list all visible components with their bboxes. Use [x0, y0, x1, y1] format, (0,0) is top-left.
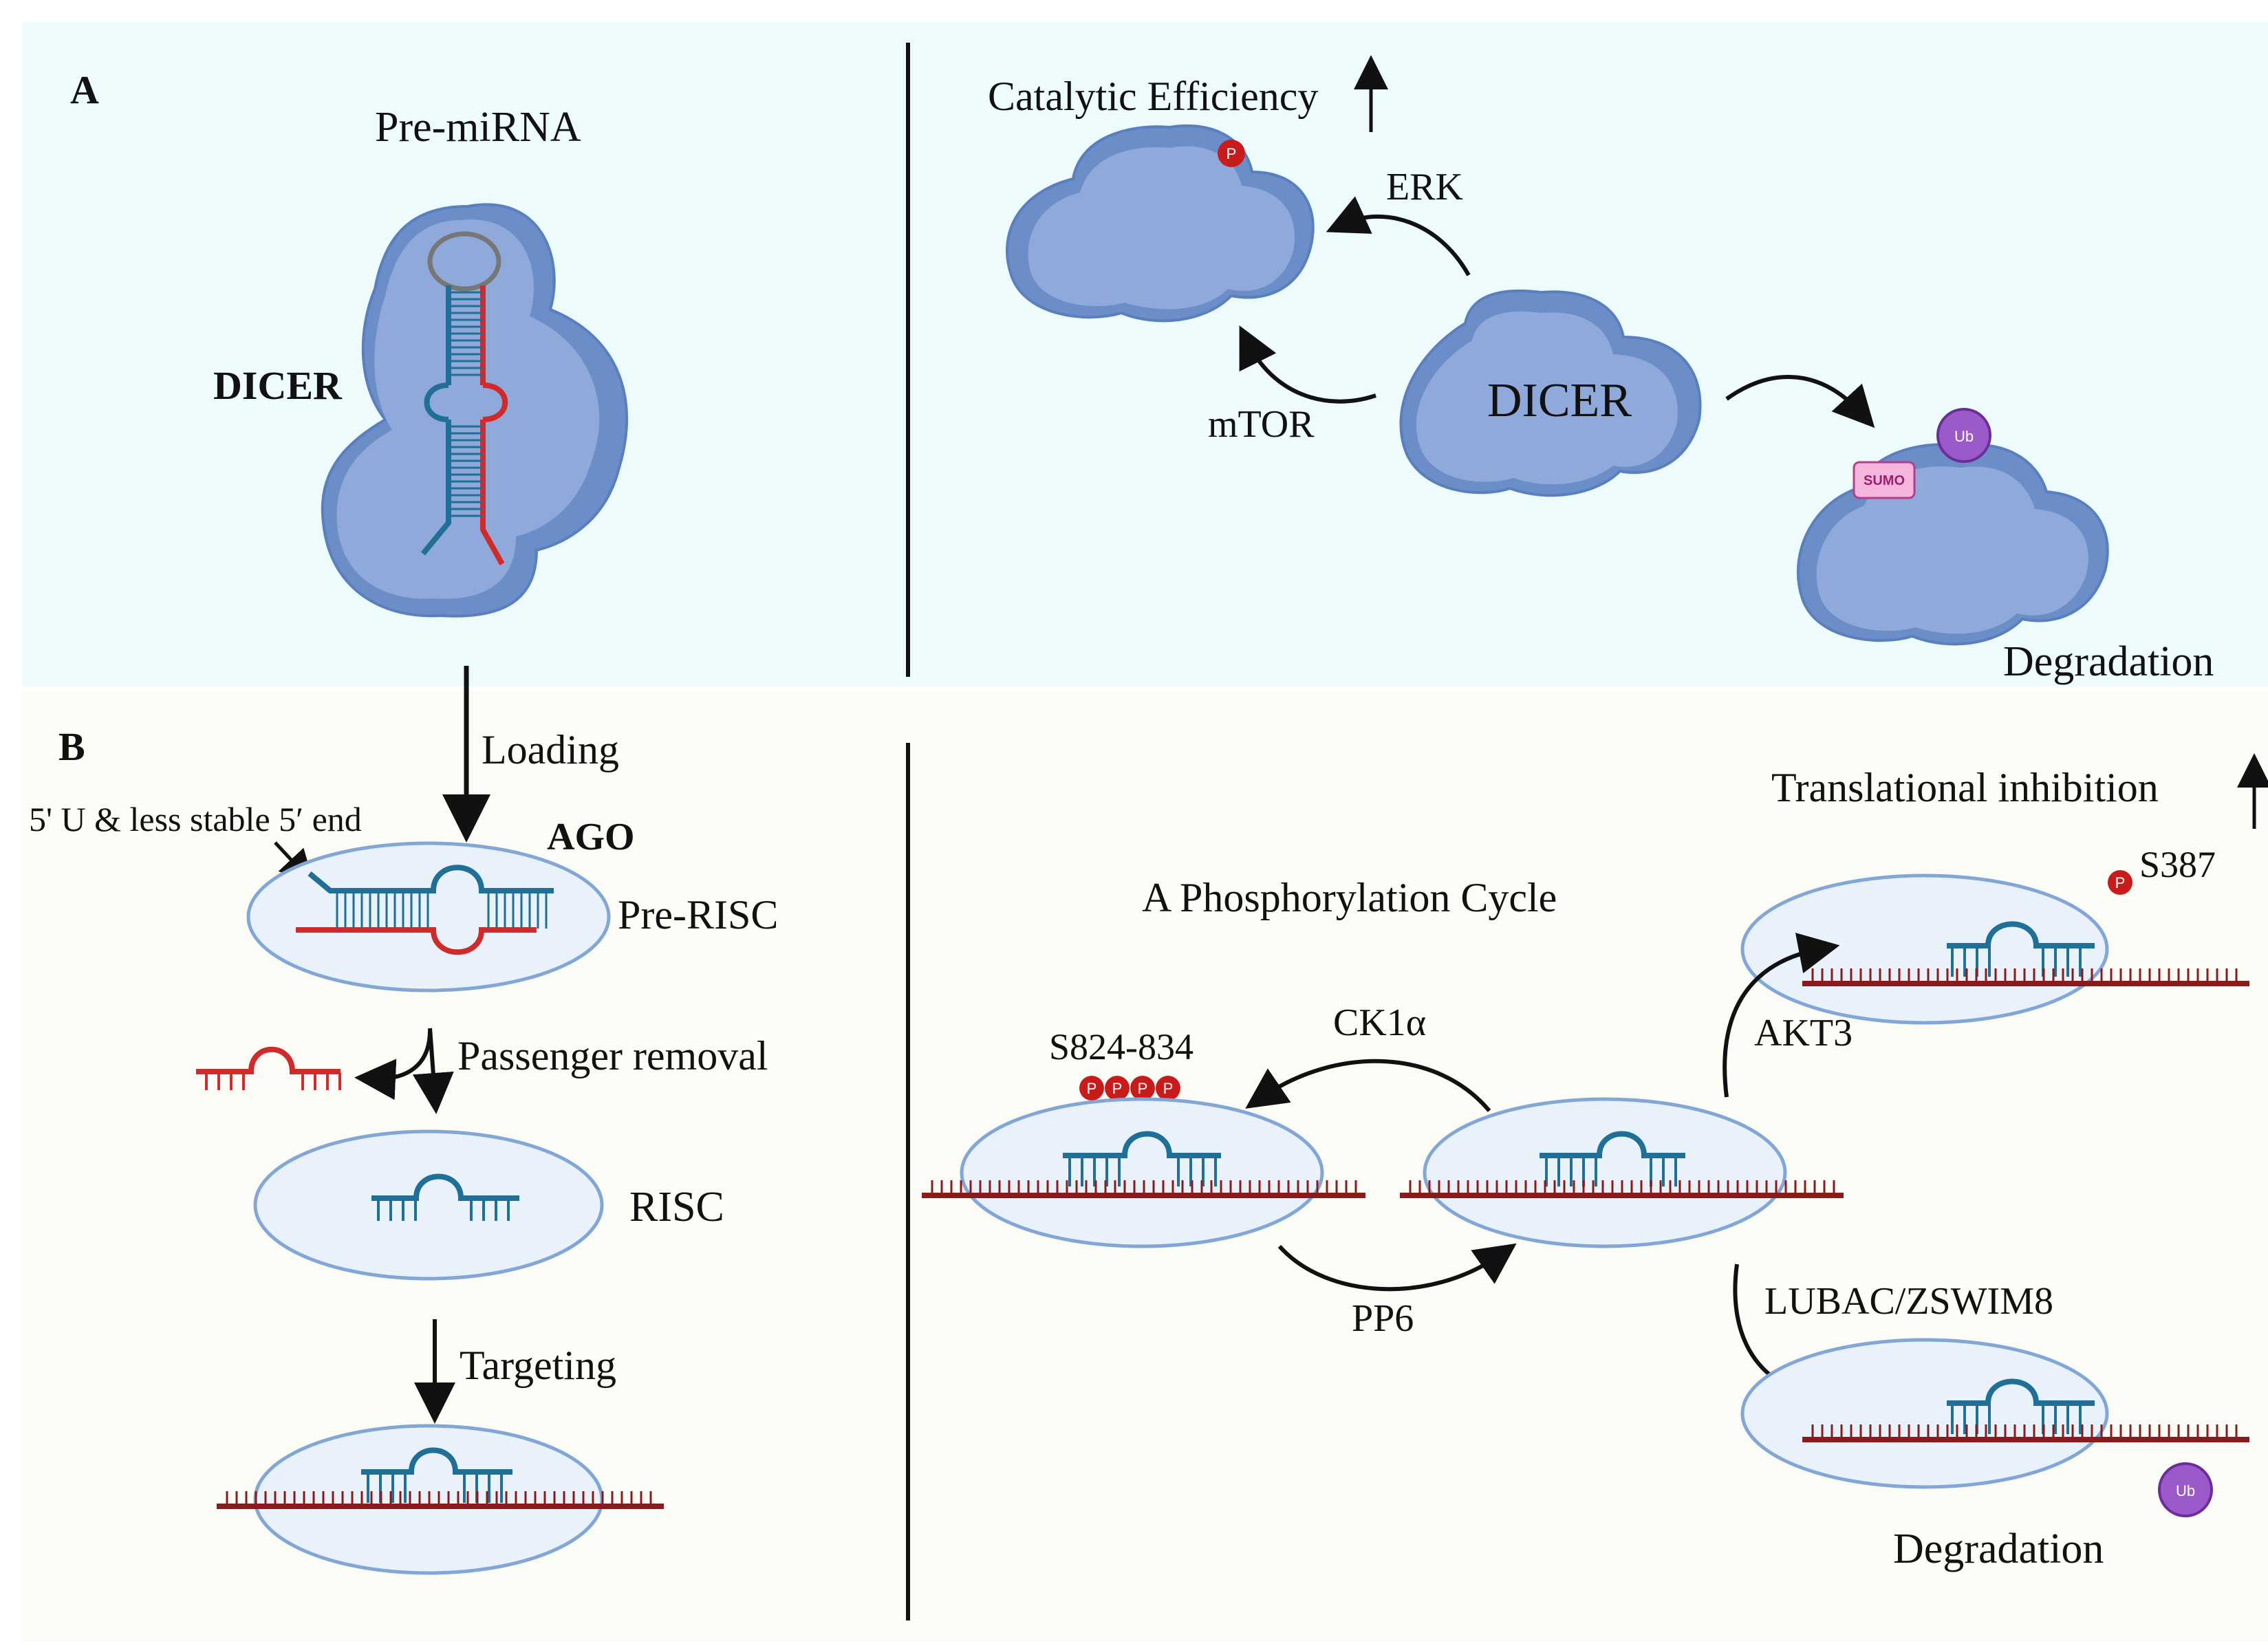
ck1-label: CK1α: [1333, 1001, 1426, 1044]
passenger-strand-fragment: [196, 1046, 341, 1090]
panel-b-letter: B: [58, 724, 85, 769]
dicer-center: [1399, 289, 1702, 497]
svg-text:P: P: [1112, 1080, 1123, 1097]
degradation-ago: [1740, 1338, 2109, 1489]
degradation-complex: [1802, 1378, 2249, 1442]
s824-ago: [960, 1097, 1324, 1248]
s824-phospho-badges: P P P P: [1079, 1076, 1180, 1101]
pre-risc-label: Pre-RISC: [618, 892, 778, 937]
risc-label: RISC: [629, 1184, 724, 1230]
s387-label: S387: [2139, 844, 2216, 885]
akt3-complex: [1802, 921, 2249, 986]
panel-a-letter: A: [70, 67, 99, 112]
dicer-phosphorylated: [1006, 124, 1315, 323]
phosphorylation-cycle-label: A Phosphorylation Cycle: [1142, 875, 1557, 920]
svg-text:P: P: [2115, 874, 2126, 891]
dicer-side-label: DICER: [213, 363, 343, 408]
s824-label: S824-834: [1049, 1026, 1194, 1067]
erk-label: ERK: [1386, 166, 1463, 208]
pre-mirna-label: Pre-miRNA: [375, 104, 581, 151]
akt3-ago: [1740, 874, 2109, 1025]
svg-text:Ub: Ub: [1954, 428, 1974, 445]
translational-inhibition-label: Translational inhibition: [1771, 765, 2159, 810]
erk-arrow: [1326, 196, 1471, 277]
sumo-badge-dicer: SUMO: [1853, 461, 1916, 499]
s824-complex: [922, 1131, 1365, 1198]
akt3-label: AKT3: [1754, 1012, 1853, 1054]
passenger-removal-label: Passenger removal: [457, 1033, 768, 1078]
ub-badge-ago: Ub: [2158, 1462, 2213, 1517]
svg-text:P: P: [1087, 1080, 1097, 1097]
ub-badge-dicer: Ub: [1936, 408, 1991, 463]
svg-text:P: P: [1138, 1080, 1148, 1097]
phospho-badge-dicer: P: [1218, 140, 1245, 167]
five-prime-label: 5' U & less stable 5′ end: [29, 800, 362, 838]
pp6-arrow: [1277, 1243, 1517, 1292]
targeting-label: Targeting: [460, 1343, 616, 1388]
svg-text:P: P: [1163, 1080, 1174, 1097]
central-ago: [1423, 1097, 1787, 1248]
svg-text:Ub: Ub: [2176, 1482, 2195, 1499]
loading-label: Loading: [482, 727, 619, 772]
akt3-arrow: [1722, 933, 1840, 1098]
dicer-pre-mirna-complex: [321, 203, 629, 618]
pre-risc-duplex: [296, 865, 554, 955]
ck1-arrow: [1245, 1059, 1491, 1112]
catalytic-efficiency-label: Catalytic Efficiency: [988, 74, 1318, 119]
mtor-label: mTOR: [1208, 403, 1315, 446]
svg-text:SUMO: SUMO: [1864, 473, 1905, 488]
risc-ago: [253, 1129, 604, 1281]
central-complex: [1400, 1131, 1844, 1198]
risc-guide: [371, 1173, 519, 1221]
passenger-eject-arrow: [354, 1030, 432, 1101]
ago-label: AGO: [547, 816, 635, 858]
degradation-path-arrow: [1725, 374, 1875, 429]
degradation-label-a: Degradation: [2003, 638, 2214, 685]
target-complex: [217, 1447, 664, 1509]
degradation-label-b: Degradation: [1893, 1526, 2104, 1572]
lubac-label: LUBAC/ZSWIM8: [1764, 1280, 2053, 1323]
mtor-arrow: [1239, 325, 1376, 404]
svg-text:P: P: [1227, 145, 1237, 162]
dicer-center-label: DICER: [1487, 374, 1632, 427]
pp6-label: PP6: [1352, 1297, 1414, 1340]
s387-phospho-badge: P: [2108, 870, 2132, 895]
